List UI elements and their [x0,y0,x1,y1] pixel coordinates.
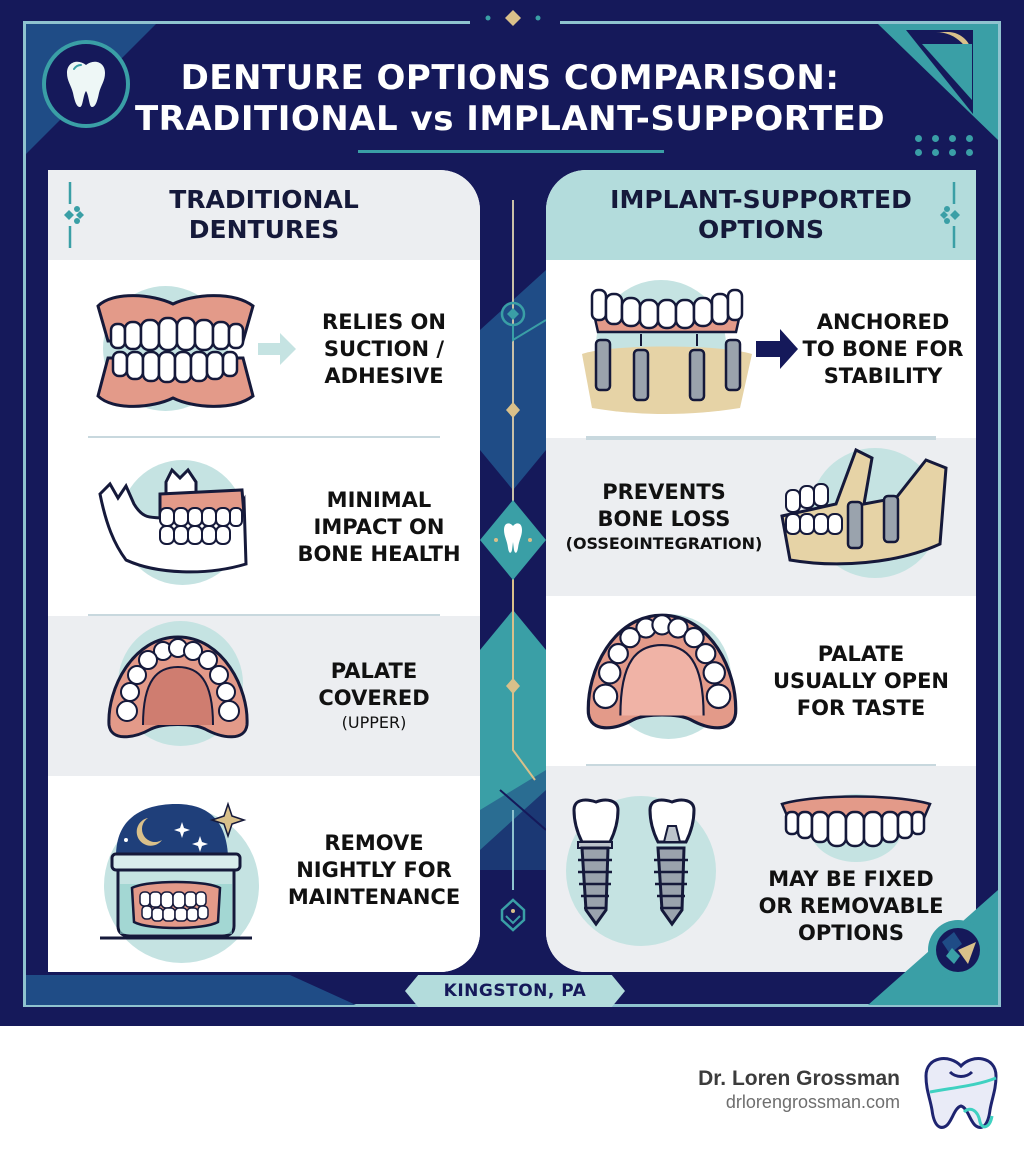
row-label: MINIMAL IMPACT ON BONE HEALTH [297,487,461,566]
compass-emblem-icon [936,928,980,972]
diamond-ornament-icon [485,10,541,26]
comparison-row: REMOVE NIGHTLY FOR MAINTENANCE [48,776,480,972]
connector-ornament-icon [64,182,84,248]
bottom-band-decoration [26,975,356,1005]
full-denture-icon [48,264,258,434]
infographic: DENTURE OPTIONS COMPARISON: TRADITIONAL … [0,0,1024,1026]
heading-line-1: TRADITIONAL [169,185,359,214]
panel-heading: TRADITIONAL DENTURES [48,170,480,260]
upper-denture-arch-icon [780,794,932,862]
row-label: MAY BE FIXED OR REMOVABLE OPTIONS [758,867,944,945]
row-label: PALATE USUALLY OPEN FOR TASTE [772,641,949,720]
compass-badge [928,920,988,980]
comparison-row: MINIMAL IMPACT ON BONE HEALTH [48,438,480,616]
tooth-brand-logo-icon [924,1057,998,1129]
comparison-row: MAY BE FIXED OR REMOVABLE OPTIONS [546,766,976,972]
row-label: REMOVE NIGHTLY FOR MAINTENANCE [287,831,461,909]
footer: Dr. Loren Grossman drlorengrossman.com [0,1026,1024,1154]
implant-supported-panel: IMPLANT-SUPPORTED OPTIONS [546,170,976,972]
corner-decoration-top-right [878,24,998,140]
traditional-dentures-panel: TRADITIONAL DENTURES [48,170,480,972]
row-label: ANCHORED TO BONE FOR STABILITY [802,309,964,388]
title-underline [358,150,664,153]
tooth-icon [67,61,105,107]
title-line-2: TRADITIONAL vs IMPLANT-SUPPORTED [134,99,886,139]
row-label: RELIES ON SUCTION / ADHESIVE [322,309,446,388]
comparison-row: PALATE COVERED (UPPER) [48,616,480,776]
implant-crowns-icon [546,774,736,946]
website-link[interactable]: drlorengrossman.com [725,1092,900,1112]
fixed-or-removable-group: MAY BE FIXED OR REMOVABLE OPTIONS [736,774,976,964]
comparison-row: PALATE USUALLY OPEN FOR TASTE [546,596,976,766]
connector-ornament-icon [940,182,960,248]
heading-line-1: IMPLANT-SUPPORTED [610,185,912,214]
arrow-right-icon [258,333,296,365]
panel-heading: IMPLANT-SUPPORTED OPTIONS [546,170,976,260]
center-divider-ornament [480,200,546,932]
heading-line-2: OPTIONS [697,215,825,244]
row-label: PALATE COVERED (UPPER) [318,659,430,732]
jaw-denture-icon [48,442,258,612]
dot-grid-decoration [915,135,976,156]
comparison-row: ANCHORED TO BONE FOR STABILITY [546,260,976,438]
comparison-row: PREVENTS BONE LOSS (OSSEOINTEGRATION) [546,438,976,596]
open-palate-denture-icon [546,596,756,766]
title-line-1: DENTURE OPTIONS COMPARISON: [180,58,840,98]
doctor-name: Dr. Loren Grossman [698,1067,900,1090]
upper-denture-palate-icon [48,611,258,781]
arrow-right-icon [756,329,798,369]
heading-line-2: DENTURES [188,215,340,244]
implant-bridge-icon [546,264,756,434]
jaw-implant-icon [766,432,976,602]
denture-soak-jar-icon [48,790,259,963]
page-title: DENTURE OPTIONS COMPARISON: TRADITIONAL … [130,58,890,140]
row-label: PREVENTS BONE LOSS (OSSEOINTEGRATION) [565,480,763,553]
location-badge: KINGSTON, PA [405,975,625,1007]
tooth-logo [42,40,130,128]
comparison-row: RELIES ON SUCTION / ADHESIVE [48,260,480,438]
